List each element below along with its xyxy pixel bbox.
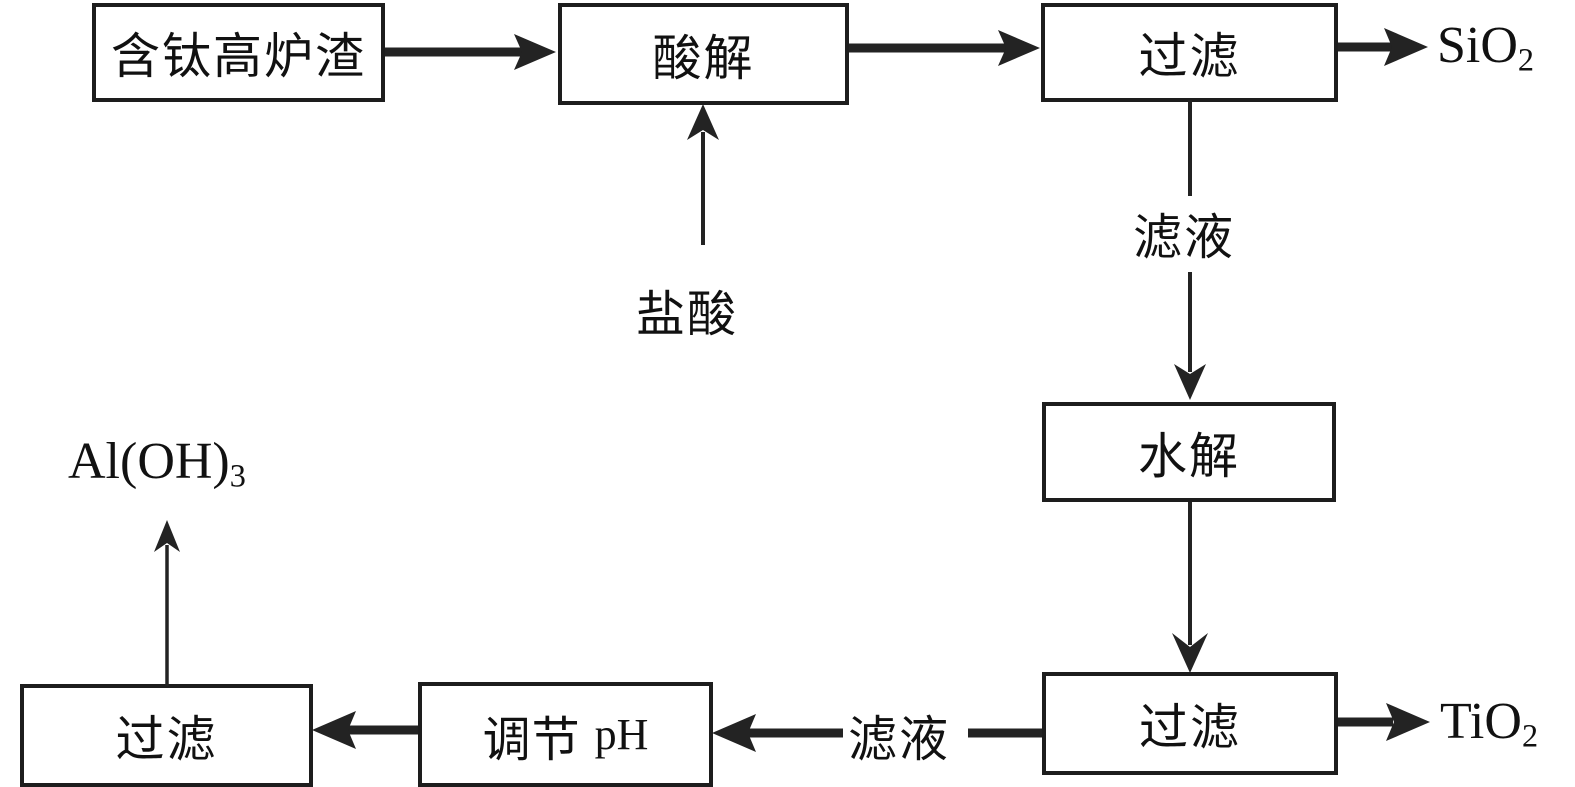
aloh3-base: Al(OH) [68,433,230,490]
box-filter-2[interactable] [20,684,313,787]
box-hydrolysis[interactable] [1042,402,1336,502]
box-adjust-ph[interactable] [418,682,713,787]
edge-filter3-to-tio2 [1338,703,1430,741]
tio2-base: TiO [1440,693,1522,750]
label-hydrochloric-acid: 盐酸 [636,287,739,342]
sio2-sub: 2 [1517,41,1535,78]
edge-acidolysis-to-filter1 [849,30,1040,66]
product-label-aluminium-hydroxide: Al(OH)3 [68,432,246,494]
edge-adjustph-to-filter2 [312,711,418,749]
edge-slag-to-acidolysis [385,34,556,70]
edge-filter1-to-sio2 [1338,28,1428,66]
sio2-base: SiO [1437,17,1518,74]
edge-hcl-to-acidolysis [687,104,719,245]
label-filtrate-lower: 滤液 [848,712,951,767]
product-label-tio2: TiO2 [1440,692,1538,754]
tio2-sub: 2 [1521,717,1539,754]
edge-filter2-to-aloh3 [154,520,180,686]
edge-filter1-to-hydrolysis [1174,100,1206,400]
box-slag[interactable] [92,3,385,102]
edge-filter3-to-adjustph [712,714,1042,752]
edge-hydrolysis-to-filter3 [1172,502,1208,673]
box-filter-1[interactable] [1041,3,1338,102]
aloh3-sub: 3 [229,457,246,494]
label-filtrate-upper: 滤液 [1133,210,1236,265]
product-label-sio2: SiO2 [1437,16,1534,78]
box-filter-3[interactable] [1042,672,1338,775]
box-acidolysis[interactable] [558,3,849,105]
